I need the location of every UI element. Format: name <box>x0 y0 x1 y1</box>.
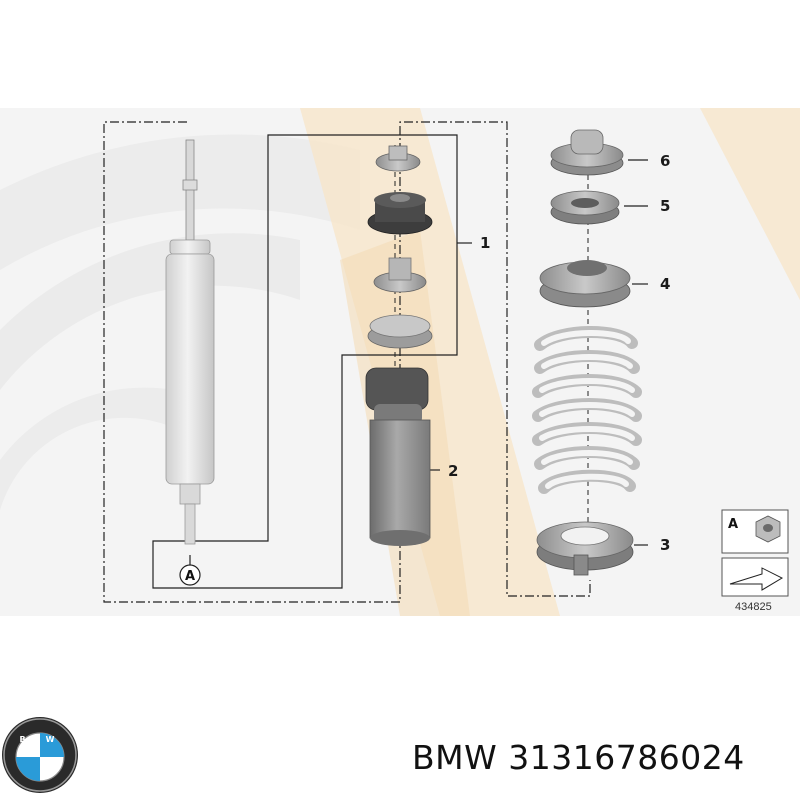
support-bearing-rubber <box>367 192 433 235</box>
diagram-number: 434825 <box>735 601 772 613</box>
callout-3: 3 <box>660 536 670 554</box>
coil-spring-highlight <box>539 330 635 489</box>
lower-washer <box>367 314 433 349</box>
spring-pad-lower <box>536 521 634 576</box>
assembly-frame-left <box>103 121 591 603</box>
detail-a-marker: A <box>179 564 201 586</box>
arrow-icon <box>729 567 784 591</box>
callout-1: 1 <box>480 234 490 252</box>
detail-a-box: A <box>721 509 789 554</box>
lower-spring-seat <box>539 260 631 308</box>
shock-absorber <box>165 139 215 545</box>
upper-washer <box>373 257 427 293</box>
brand-name: BMW <box>412 738 498 777</box>
part-number: 31316786024 <box>508 738 745 777</box>
legend-box: 434825 <box>721 557 789 613</box>
detail-a-box-letter: A <box>728 517 738 532</box>
upper-spring-pad <box>550 129 624 176</box>
logo-ring-text: BMW <box>20 735 61 744</box>
spring-isolator <box>550 190 620 225</box>
part-caption: BMW 31316786024 <box>412 738 745 777</box>
callout-6: 6 <box>660 152 670 170</box>
callout-5: 5 <box>660 197 670 215</box>
top-mount-nut <box>375 145 421 172</box>
callout-4: 4 <box>660 275 670 293</box>
bmw-logo: BMW <box>2 717 78 793</box>
detail-a-letter: A <box>185 569 195 584</box>
callout-2: 2 <box>448 462 458 480</box>
callouts: 1 2 3 4 5 6 <box>448 152 670 554</box>
bump-stop-boot <box>365 367 431 546</box>
